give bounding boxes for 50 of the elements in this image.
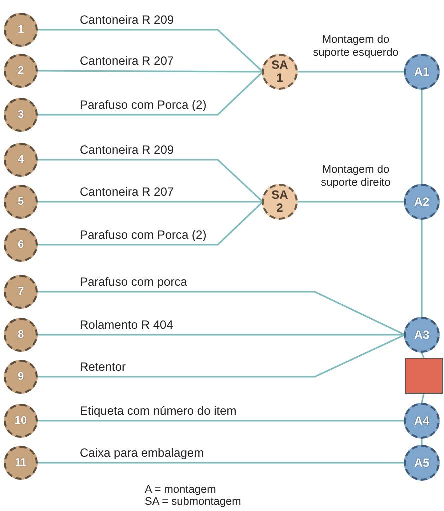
connector-line [38, 201, 262, 203]
connector-line [38, 291, 406, 336]
edge-label: Etiqueta com número do item [80, 404, 237, 418]
part-circle: 11 [4, 446, 38, 480]
legend-note: SA = submontagem [145, 496, 242, 508]
connector-line [38, 334, 406, 378]
connector-line [421, 220, 423, 317]
assembly-circle: A3 [404, 317, 440, 353]
connector-line [38, 70, 262, 73]
edge-label: Cantoneira R 207 [80, 54, 174, 68]
connector-line [38, 334, 404, 336]
edge-label: Cantoneira R 209 [80, 13, 174, 27]
part-circle: 10 [4, 404, 38, 438]
connector-line [421, 90, 423, 184]
legend-note: A = montagem [145, 484, 216, 496]
subassembly-circle: SA 2 [262, 184, 298, 220]
connector-line [421, 352, 425, 358]
edge-label: Retentor [80, 360, 126, 374]
connector-line [38, 29, 264, 73]
part-circle: 6 [4, 228, 38, 262]
part-circle: 5 [4, 185, 38, 219]
part-circle: 2 [4, 54, 38, 88]
assembly-circle: A1 [404, 54, 440, 90]
connector-line [38, 71, 264, 116]
assembly-circle: A4 [404, 403, 440, 439]
part-circle: 3 [4, 98, 38, 132]
part-circle: 8 [4, 318, 38, 352]
inspection-box [405, 358, 443, 394]
edge-label: Cantoneira R 207 [80, 185, 174, 199]
assembly-circle: A5 [404, 445, 440, 481]
connector-line [298, 71, 404, 73]
edge-label: Cantoneira R 209 [80, 143, 174, 157]
connector-line [421, 394, 425, 404]
connector-line [38, 420, 404, 422]
edge-label: Caixa para embalagem [80, 446, 204, 460]
part-circle: 9 [4, 360, 38, 394]
connector-line [421, 439, 423, 445]
subassembly-circle: SA 1 [262, 54, 298, 90]
connector-line [298, 201, 404, 203]
edge-label: Parafuso com porca [80, 275, 188, 289]
part-circle: 4 [4, 143, 38, 177]
connector-line [38, 159, 264, 203]
assembly-circle: A2 [404, 184, 440, 220]
edge-label: Parafuso com Porca (2) [80, 228, 207, 242]
edge-label: Parafuso com Porca (2) [80, 98, 207, 112]
edge-label: Rolamento R 404 [80, 318, 174, 332]
part-circle: 7 [4, 275, 38, 309]
connector-line [38, 201, 264, 246]
connector-line [38, 462, 404, 464]
part-circle: 1 [4, 13, 38, 47]
